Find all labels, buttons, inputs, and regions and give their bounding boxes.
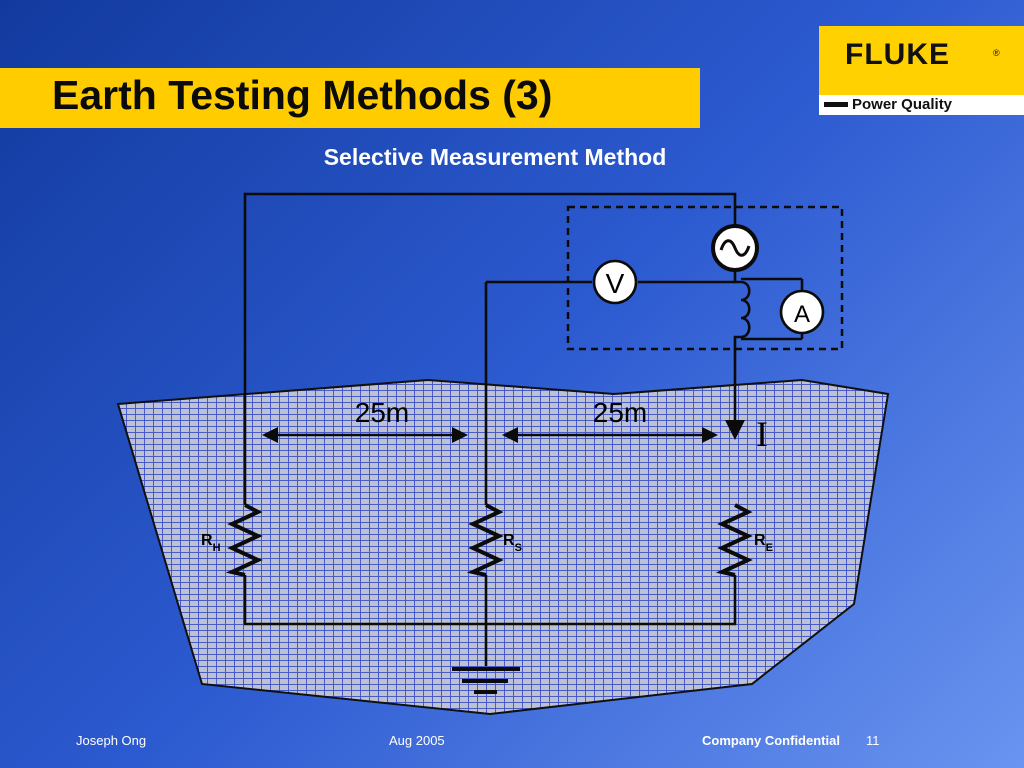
logo-tagline-strip <box>819 95 1024 115</box>
footer-page-number: 11 <box>866 733 880 748</box>
resistor-re-icon <box>715 503 753 577</box>
ac-source-icon <box>711 224 759 272</box>
circuit-wires <box>243 192 804 666</box>
footer-confidentiality: Company Confidential <box>702 733 840 748</box>
resistor-rh-icon <box>225 503 263 577</box>
resistor-label-re: RE <box>754 532 773 554</box>
distance-arrow-left <box>262 427 468 443</box>
logo-tagline-line <box>824 102 848 107</box>
title-bar <box>0 68 700 128</box>
distance-label-left: 25m <box>355 397 409 428</box>
coil-icon <box>740 280 751 339</box>
footer-date: Aug 2005 <box>389 733 445 748</box>
distance-arrow-right <box>502 427 718 443</box>
ground-icon <box>452 667 520 694</box>
soil-region <box>116 378 890 716</box>
resistor-rs-icon <box>466 503 504 577</box>
page-title: Earth Testing Methods (3) <box>52 72 553 118</box>
voltmeter: V <box>592 259 638 305</box>
slide-subtitle: Selective Measurement Method <box>323 144 667 170</box>
logo-registered-mark: ® <box>993 48 1000 58</box>
ammeter-label: A <box>794 301 810 328</box>
ammeter: A <box>779 289 825 335</box>
footer-author: Joseph Ong <box>76 733 147 748</box>
logo-tagline: Power Quality <box>852 96 953 113</box>
resistor-label-rs: RS <box>503 532 522 554</box>
logo-brand-text: FLUKE <box>845 38 950 71</box>
resistor-label-rh: RH <box>201 532 221 554</box>
instrument-box <box>566 205 844 351</box>
distance-label-right: 25m <box>593 397 647 428</box>
current-label: I <box>756 414 768 454</box>
voltmeter-label: V <box>606 268 625 299</box>
current-arrow-icon <box>725 420 745 440</box>
